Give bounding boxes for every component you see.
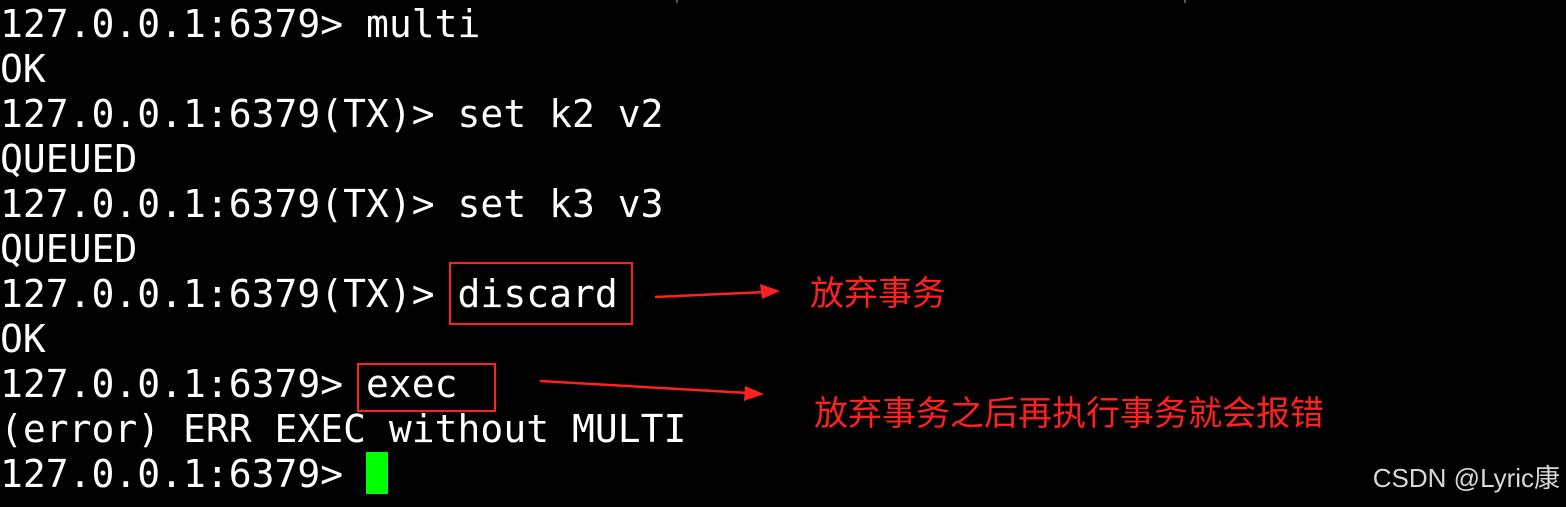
- terminal-line-set-k2: 127.0.0.1:6379(TX)> set k2 v2: [0, 92, 664, 136]
- terminal-line-discard: 127.0.0.1:6379(TX)> discard: [0, 272, 618, 316]
- text-cursor: [366, 452, 389, 494]
- terminal-line-ok: OK: [0, 317, 46, 361]
- top-divider-tick: [1184, 0, 1186, 3]
- terminal-line-exec: 127.0.0.1:6379> exec: [0, 362, 458, 406]
- terminal-line-current-prompt[interactable]: 127.0.0.1:6379>: [0, 452, 389, 497]
- top-divider-tick: [676, 0, 678, 3]
- terminal-line-queued: QUEUED: [0, 137, 138, 181]
- csdn-watermark: CSDN @Lyric康: [1372, 463, 1560, 493]
- terminal-line-error: (error) ERR EXEC without MULTI: [0, 407, 687, 451]
- terminal-line-set-k3: 127.0.0.1:6379(TX)> set k3 v3: [0, 182, 664, 226]
- terminal-line-prompt-multi: 127.0.0.1:6379> multi: [0, 2, 481, 46]
- terminal-line-ok: OK: [0, 47, 46, 91]
- exec-highlight-box: [357, 363, 496, 412]
- arrow-to-discard-note: [654, 284, 780, 299]
- exec-annotation-text: 放弃事务之后再执行事务就会报错: [814, 394, 1324, 434]
- prompt-text: 127.0.0.1:6379>: [0, 452, 367, 496]
- arrow-to-exec-note: [539, 379, 764, 401]
- discard-annotation-text: 放弃事务: [810, 274, 946, 314]
- terminal-line-queued: QUEUED: [0, 227, 138, 271]
- discard-highlight-box: [449, 262, 633, 325]
